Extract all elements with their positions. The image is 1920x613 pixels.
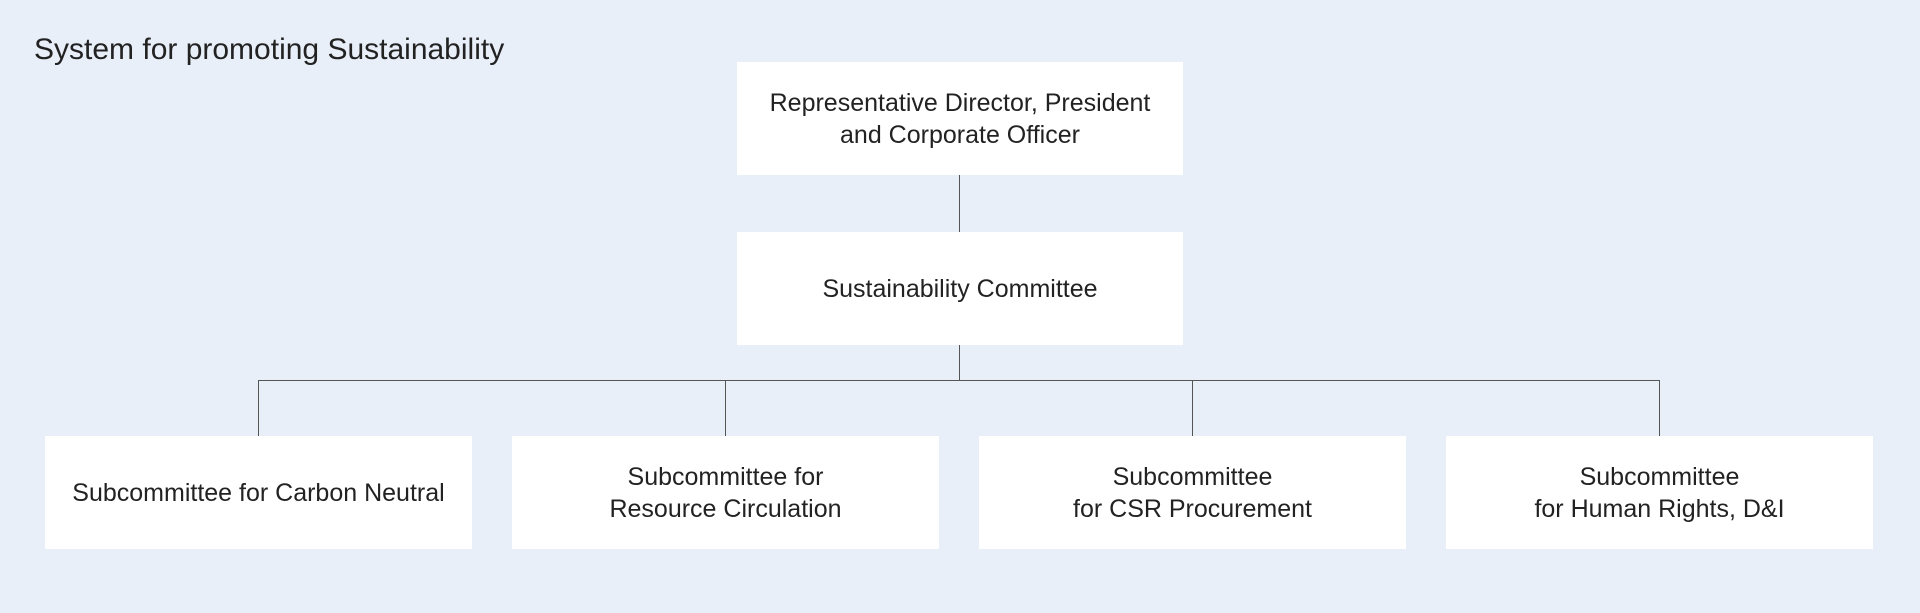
connector-president-committee <box>959 175 960 232</box>
node-subcommittee-resource-circulation: Subcommittee for Resource Circulation <box>512 436 939 549</box>
connector-committee-bus <box>959 345 960 381</box>
connector-sub-3 <box>1192 380 1193 436</box>
connector-horizontal-bus <box>258 380 1660 381</box>
node-sustainability-committee: Sustainability Committee <box>737 232 1183 345</box>
connector-sub-2 <box>725 380 726 436</box>
node-subcommittee-human-rights: Subcommittee for Human Rights, D&I <box>1446 436 1873 549</box>
node-sub-3-line1: Subcommittee <box>1112 462 1273 491</box>
node-sub-2-line2: Resource Circulation <box>609 494 842 523</box>
node-subcommittee-carbon-neutral: Subcommittee for Carbon Neutral <box>45 436 472 549</box>
connector-sub-1 <box>258 380 259 436</box>
node-president-line1: Representative Director, President <box>769 88 1151 117</box>
node-sub-3-line2: for CSR Procurement <box>1073 494 1312 523</box>
node-sub-2-line1: Subcommittee for <box>627 462 824 491</box>
node-sub-4-line2: for Human Rights, D&I <box>1534 494 1785 523</box>
connector-sub-4 <box>1659 380 1660 436</box>
node-sub-4-line1: Subcommittee <box>1579 462 1740 491</box>
node-sub-1-label: Subcommittee for Carbon Neutral <box>72 478 445 507</box>
node-president-line2: and Corporate Officer <box>840 120 1080 149</box>
node-president: Representative Director, President and C… <box>737 62 1183 175</box>
node-committee-label: Sustainability Committee <box>822 274 1098 303</box>
node-subcommittee-csr-procurement: Subcommittee for CSR Procurement <box>979 436 1406 549</box>
diagram-title: System for promoting Sustainability <box>34 33 505 66</box>
